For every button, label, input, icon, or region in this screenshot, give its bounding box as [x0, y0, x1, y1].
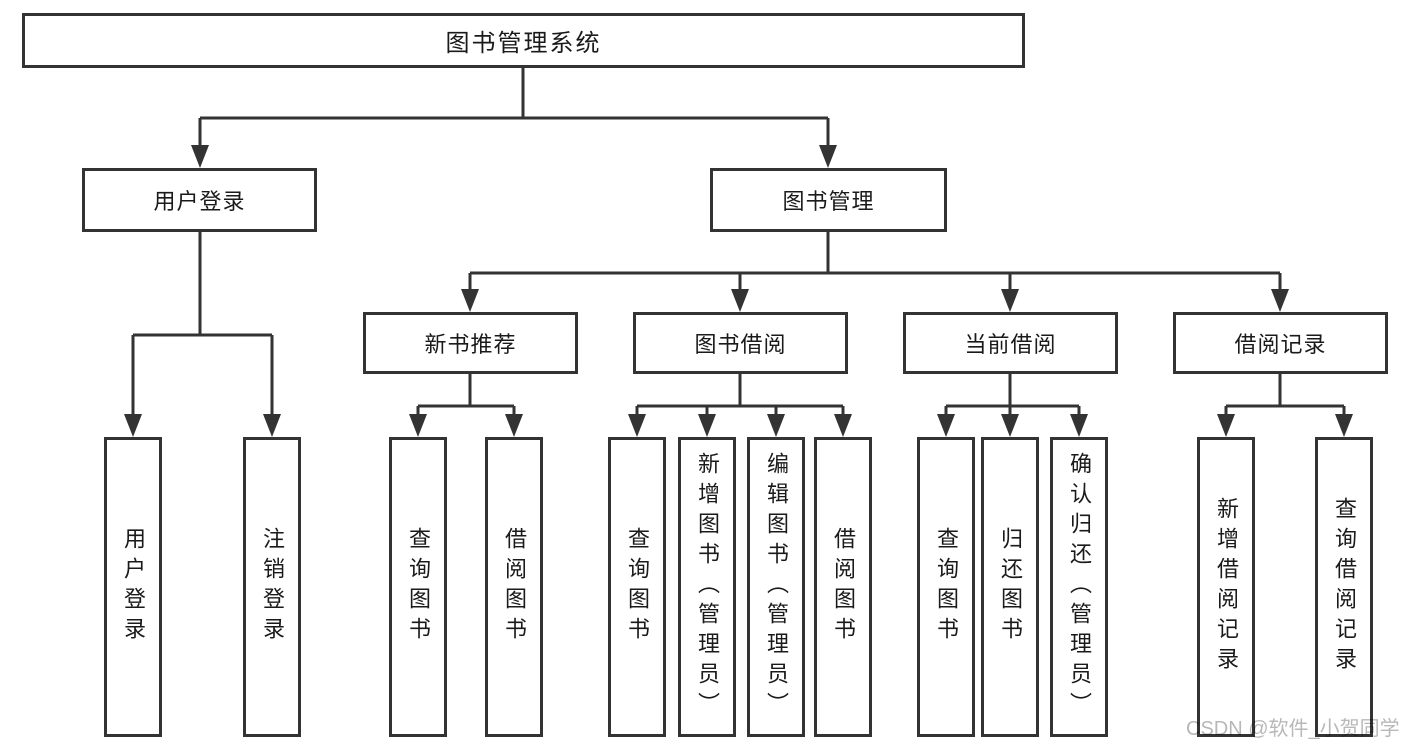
leaf-user-login: 用户登录 [104, 437, 162, 737]
node-label: 用户登录 [121, 527, 146, 647]
node-new-book-recommendation: 新书推荐 [363, 312, 578, 374]
node-label: 查询图书 [406, 527, 431, 647]
leaf-logout: 注销登录 [243, 437, 301, 737]
leaf-query-books-current: 查询图书 [917, 437, 975, 737]
node-label: 图书管理系统 [445, 30, 602, 57]
node-borrowing-records: 借阅记录 [1173, 312, 1388, 374]
node-label: 注销登录 [260, 527, 285, 647]
node-label: 查询借阅记录 [1332, 497, 1357, 677]
node-label: 图书借阅 [694, 332, 787, 357]
node-label: 归还图书 [998, 527, 1023, 647]
node-label: 确认归还（管理员） [1067, 452, 1092, 722]
node-label: 当前借阅 [964, 332, 1057, 357]
leaf-edit-books-admin: 编辑图书（管理员） [747, 437, 805, 737]
leaf-query-books-borrowing: 查询图书 [608, 437, 666, 737]
leaf-add-books-admin: 新增图书（管理员） [678, 437, 736, 737]
csdn-watermark: CSDN @软件_小贺同学 [1186, 718, 1400, 740]
node-label: 查询图书 [625, 527, 650, 647]
node-label: 图书管理 [782, 189, 875, 214]
leaf-query-borrow-record: 查询借阅记录 [1315, 437, 1373, 737]
node-label: 编辑图书（管理员） [764, 452, 789, 722]
node-book-borrowing: 图书借阅 [633, 312, 848, 374]
node-book-management: 图书管理 [710, 168, 947, 232]
node-label: 借阅图书 [831, 527, 856, 647]
node-library-management-system: 图书管理系统 [22, 13, 1025, 68]
node-label: 新增借阅记录 [1214, 497, 1239, 677]
node-label: 借阅图书 [502, 527, 527, 647]
node-user-login: 用户登录 [82, 168, 317, 232]
leaf-borrow-books: 借阅图书 [814, 437, 872, 737]
node-label: 新增图书（管理员） [695, 452, 720, 722]
node-label: 新书推荐 [424, 332, 517, 357]
leaf-confirm-return-admin: 确认归还（管理员） [1050, 437, 1108, 737]
leaf-borrow-books-recommend: 借阅图书 [485, 437, 543, 737]
node-label: 用户登录 [153, 189, 246, 214]
leaf-return-books: 归还图书 [981, 437, 1039, 737]
node-label: 借阅记录 [1234, 332, 1327, 357]
leaf-query-books-recommend: 查询图书 [389, 437, 447, 737]
leaf-add-borrow-record: 新增借阅记录 [1197, 437, 1255, 737]
node-label: 查询图书 [934, 527, 959, 647]
node-current-borrowing: 当前借阅 [903, 312, 1118, 374]
